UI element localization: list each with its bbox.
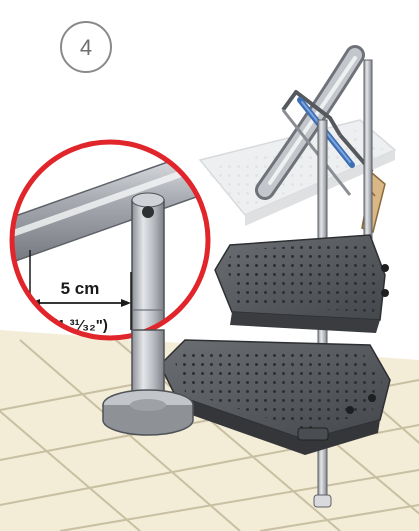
handrail-post-icon bbox=[102, 329, 194, 436]
step-number: 4 bbox=[80, 35, 92, 60]
detail-magnifier: 5 cm (1 ³¹⁄₃₂") bbox=[9, 139, 211, 341]
measurement-metric-label: 5 cm bbox=[61, 279, 100, 298]
detail-circle-border bbox=[9, 139, 211, 341]
step-number-badge: 4 bbox=[60, 21, 112, 73]
stair-tread-middle bbox=[214, 234, 389, 333]
stair-tread-lower bbox=[159, 339, 391, 455]
